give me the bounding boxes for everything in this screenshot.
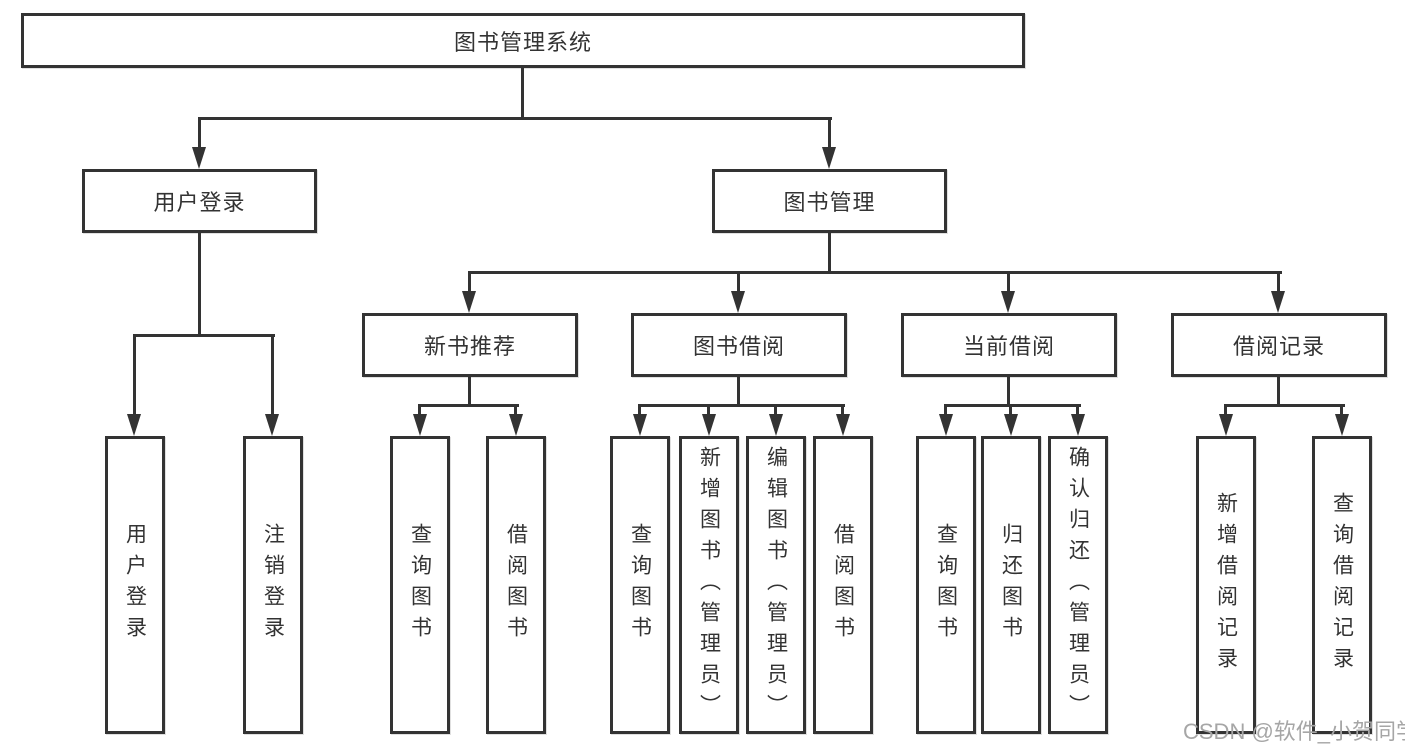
connector-line	[514, 404, 517, 416]
leaf-query-books-borrowing: 查询图书	[610, 436, 670, 734]
connector-line	[1277, 271, 1280, 293]
connector-line	[1224, 404, 1227, 416]
leaf-user-login: 用户登录	[105, 436, 165, 734]
leaf-return-books: 归还图书	[981, 436, 1041, 734]
connector-line	[774, 404, 777, 416]
arrow-down-icon	[633, 414, 647, 436]
connector-line	[468, 376, 471, 407]
leaf-query-borrow-record: 查询借阅记录	[1312, 436, 1372, 734]
connector-line	[1007, 271, 1010, 293]
arrow-down-icon	[413, 414, 427, 436]
leaf-add-borrow-record: 新增借阅记录	[1196, 436, 1256, 734]
connector-line	[198, 117, 201, 149]
arrow-down-icon	[192, 147, 206, 169]
leaf-logout: 注销登录	[243, 436, 303, 734]
connector-line	[418, 404, 519, 407]
connector-line	[1007, 376, 1010, 407]
connector-line	[198, 117, 832, 120]
connector-line	[468, 271, 1282, 274]
connector-line	[418, 404, 421, 416]
arrow-down-icon	[769, 414, 783, 436]
connector-line	[737, 271, 740, 293]
connector-line	[133, 334, 275, 337]
leaf-borrow-books-borrowing: 借阅图书	[813, 436, 873, 734]
leaf-borrow-books-recommend: 借阅图书	[486, 436, 546, 734]
connector-line	[944, 404, 947, 416]
arrow-down-icon	[822, 147, 836, 169]
arrow-down-icon	[939, 414, 953, 436]
arrow-down-icon	[509, 414, 523, 436]
leaf-query-books-recommend: 查询图书	[390, 436, 450, 734]
connector-line	[271, 334, 274, 416]
connector-line	[1076, 404, 1079, 416]
node-user-login: 用户登录	[82, 169, 317, 233]
arrow-down-icon	[1335, 414, 1349, 436]
leaf-add-book-admin: 新增图书（管理员）	[679, 436, 739, 734]
node-borrowing-records: 借阅记录	[1171, 313, 1387, 377]
arrow-down-icon	[702, 414, 716, 436]
connector-line	[638, 404, 845, 407]
connector-line	[1277, 376, 1280, 407]
connector-line	[828, 117, 831, 149]
arrow-down-icon	[731, 291, 745, 313]
connector-line	[841, 404, 844, 416]
connector-line	[638, 404, 641, 416]
connector-line	[1340, 404, 1343, 416]
watermark: CSDN @软件_小贺同学	[1183, 719, 1405, 744]
leaf-edit-book-admin: 编辑图书（管理员）	[746, 436, 806, 734]
connector-line	[521, 66, 524, 117]
node-book-management: 图书管理	[712, 169, 947, 233]
node-new-book-recommendation: 新书推荐	[362, 313, 578, 377]
node-library-management-system: 图书管理系统	[21, 13, 1025, 68]
connector-line	[1224, 404, 1345, 407]
connector-line	[737, 376, 740, 407]
arrow-down-icon	[1004, 414, 1018, 436]
arrow-down-icon	[265, 414, 279, 436]
arrow-down-icon	[1001, 291, 1015, 313]
arrow-down-icon	[1271, 291, 1285, 313]
connector-line	[707, 404, 710, 416]
connector-line	[133, 334, 136, 416]
leaf-confirm-return-admin: 确认归还（管理员）	[1048, 436, 1108, 734]
node-current-borrowing: 当前借阅	[901, 313, 1117, 377]
connector-line	[468, 271, 471, 293]
connector-line	[944, 404, 1081, 407]
node-book-borrowing: 图书借阅	[631, 313, 847, 377]
connector-line	[198, 233, 201, 337]
connector-line	[1009, 404, 1012, 416]
arrow-down-icon	[127, 414, 141, 436]
arrow-down-icon	[836, 414, 850, 436]
arrow-down-icon	[1219, 414, 1233, 436]
arrow-down-icon	[462, 291, 476, 313]
connector-line	[828, 233, 831, 274]
leaf-query-books-current: 查询图书	[916, 436, 976, 734]
arrow-down-icon	[1071, 414, 1085, 436]
